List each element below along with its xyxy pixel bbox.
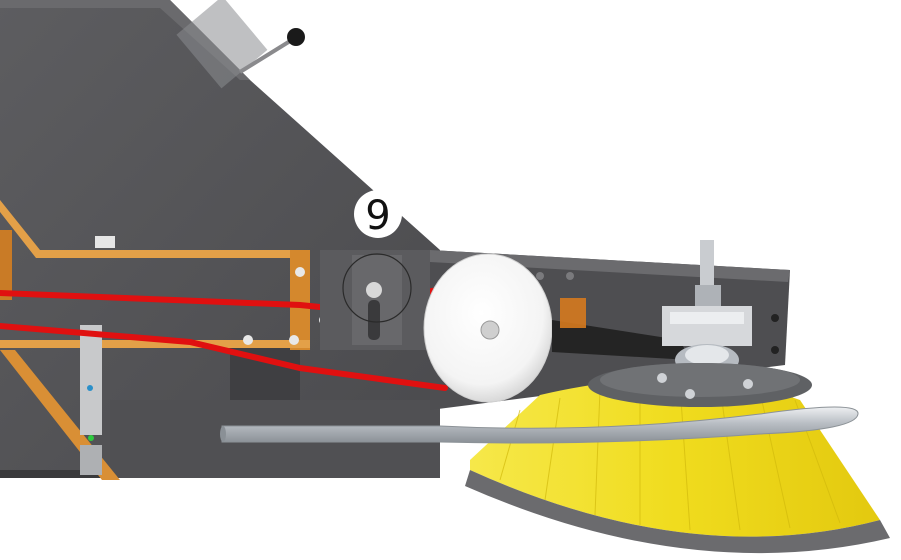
guard-rail — [220, 406, 859, 444]
adjustment-handle — [176, 0, 305, 89]
callout-9: 9 — [342, 190, 412, 323]
lower-bracket — [80, 325, 102, 475]
callout-label: 9 — [365, 193, 390, 239]
idler-pulley — [423, 253, 553, 403]
tensioner-plate — [320, 250, 430, 350]
drive-chain — [552, 298, 690, 360]
